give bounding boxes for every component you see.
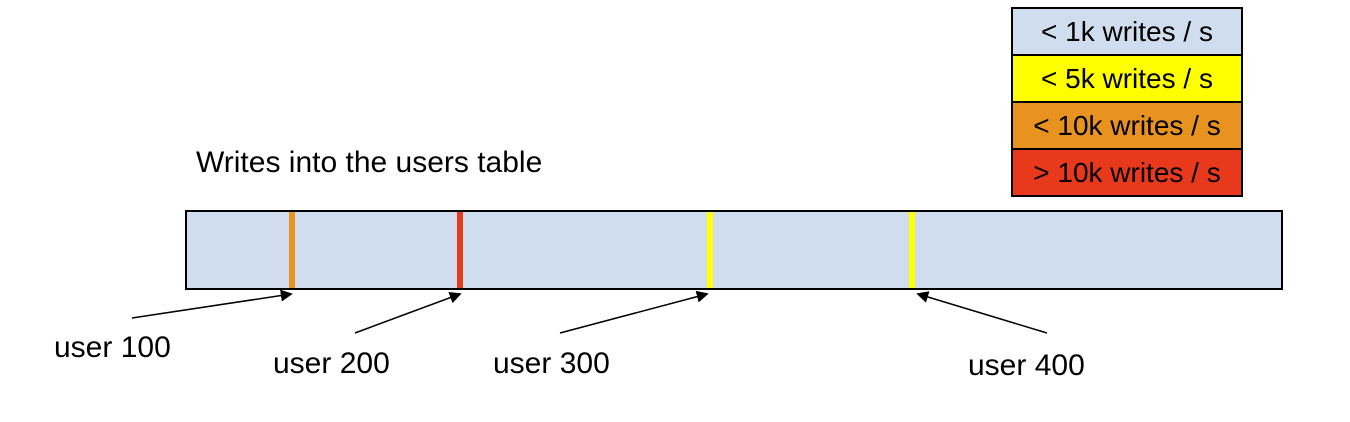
hotspot-marker-user-200	[457, 212, 463, 288]
legend-item-lt-1k: < 1k writes / s	[1013, 9, 1241, 56]
hotspot-marker-user-300	[707, 212, 713, 288]
label-user-200: user 200	[273, 347, 390, 380]
arrow-user-300	[559, 290, 709, 334]
legend-item-label: < 5k writes / s	[1041, 62, 1213, 94]
legend: < 1k writes / s < 5k writes / s < 10k wr…	[1011, 7, 1243, 197]
hotspot-marker-user-100	[289, 212, 295, 288]
hotspot-marker-user-400	[909, 212, 915, 288]
legend-item-label: > 10k writes / s	[1033, 156, 1221, 188]
users-table-bar	[185, 210, 1283, 290]
legend-item-gt-10k: > 10k writes / s	[1013, 150, 1241, 195]
legend-item-label: < 10k writes / s	[1033, 109, 1221, 141]
diagram-title: Writes into the users table	[196, 146, 543, 179]
arrow-user-100	[131, 289, 293, 319]
label-user-300: user 300	[493, 347, 610, 380]
legend-item-label: < 1k writes / s	[1041, 15, 1213, 47]
arrow-user-400	[916, 291, 1048, 334]
legend-item-lt-5k: < 5k writes / s	[1013, 56, 1241, 103]
label-user-100: user 100	[54, 331, 171, 364]
legend-item-lt-10k: < 10k writes / s	[1013, 103, 1241, 150]
label-user-400: user 400	[968, 349, 1085, 382]
arrow-user-200	[354, 291, 462, 334]
